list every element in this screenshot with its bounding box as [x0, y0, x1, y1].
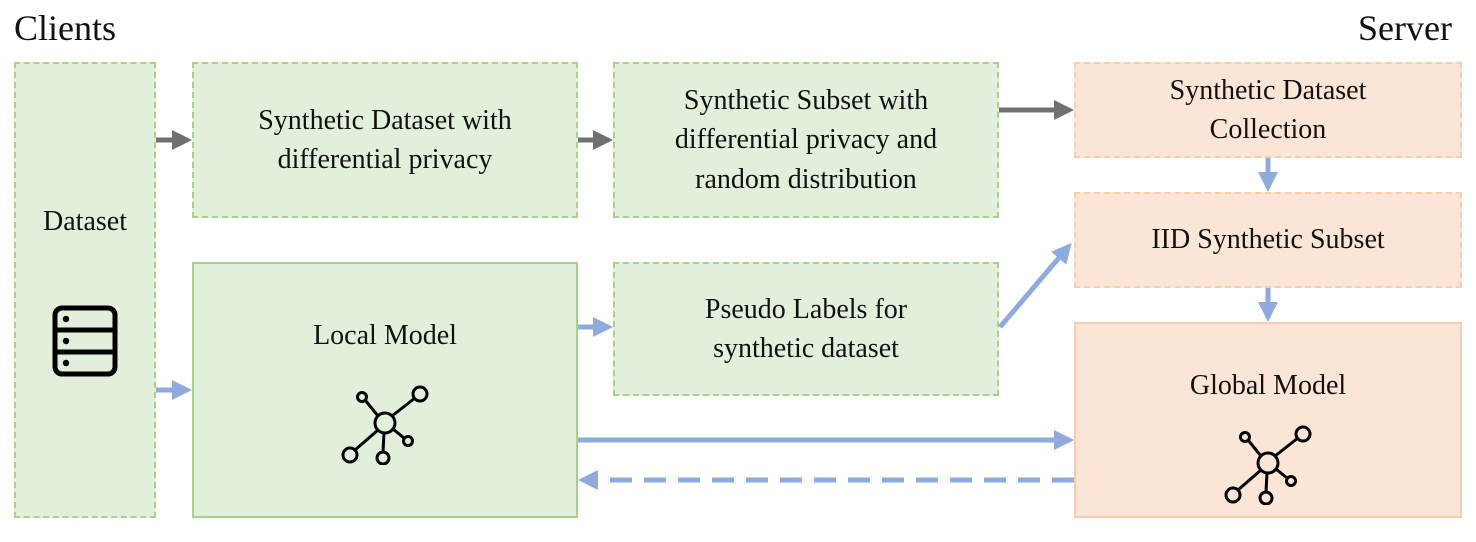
- dataset-box: Dataset: [14, 62, 156, 518]
- network-icon: [1223, 425, 1313, 516]
- pseudo-labels-label: Pseudo Labels for synthetic dataset: [704, 293, 908, 364]
- server-header: Server: [1358, 8, 1452, 48]
- iid-synthetic-subset-box: IID Synthetic Subset: [1074, 192, 1462, 288]
- global-model-box: Global Model: [1074, 322, 1462, 518]
- pseudo-labels-box: Pseudo Labels for synthetic dataset: [613, 262, 999, 396]
- global-model-label: Global Model: [1189, 370, 1347, 401]
- clients-header: Clients: [14, 8, 117, 48]
- dataset-label: Dataset: [43, 206, 127, 237]
- synthetic-dataset-collection-label: Synthetic Dataset Collection: [1169, 74, 1367, 145]
- synthetic-dataset-box: Synthetic Dataset with differential priv…: [192, 62, 578, 218]
- local-model-label: Local Model: [313, 320, 457, 351]
- synthetic-subset-box: Synthetic Subset with differential priva…: [613, 62, 999, 218]
- network-icon: [340, 385, 430, 476]
- synthetic-subset-label: Synthetic Subset with differential priva…: [674, 85, 938, 195]
- synthetic-dataset-collection-box: Synthetic Dataset Collection: [1074, 62, 1462, 158]
- local-model-box: Local Model: [192, 262, 578, 518]
- database-icon: [52, 305, 118, 388]
- arrow-pseudo-to-iid: [998, 242, 1072, 329]
- iid-synthetic-subset-label: IID Synthetic Subset: [1151, 224, 1385, 256]
- synthetic-dataset-label: Synthetic Dataset with differential priv…: [258, 104, 512, 175]
